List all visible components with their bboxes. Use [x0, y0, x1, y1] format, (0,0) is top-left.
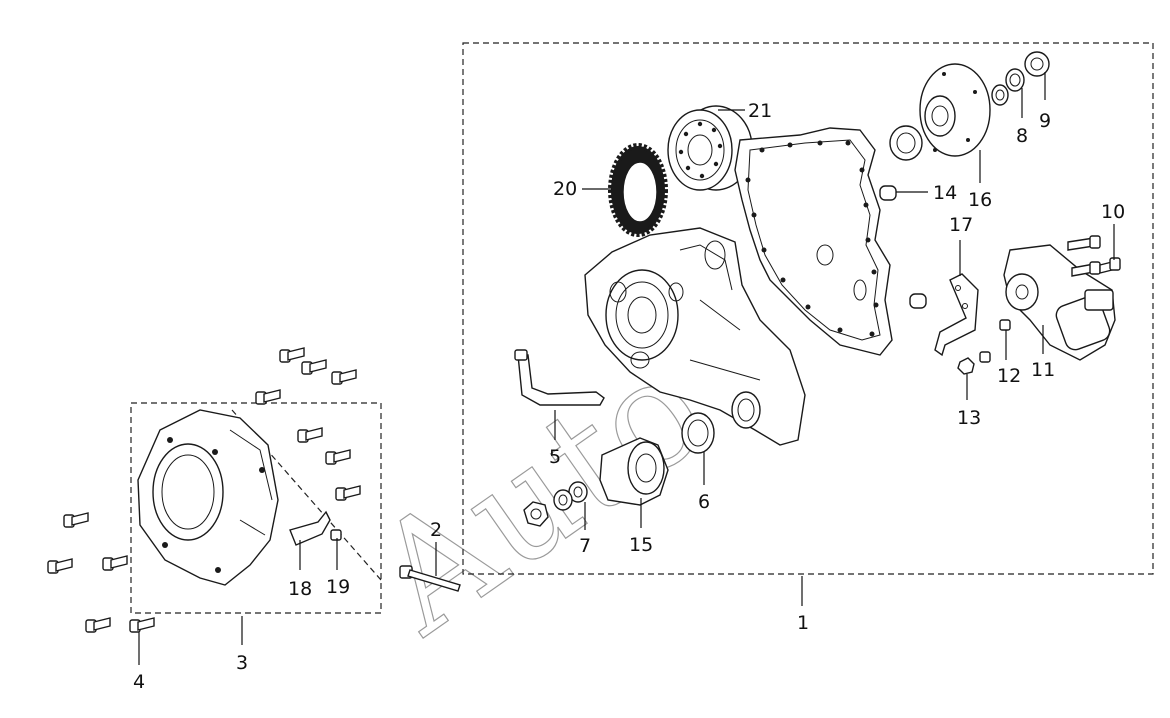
- callout-16: 16: [968, 189, 992, 211]
- transfer-case-rear-cover: [734, 127, 893, 356]
- callout-10: 10: [1101, 201, 1125, 223]
- callout-13: 13: [957, 407, 981, 429]
- callout-11: 11: [1031, 359, 1055, 381]
- assembly-3-projection-line: [231, 409, 382, 581]
- part-8-seal: [991, 68, 1025, 106]
- part-9-nut: [1024, 51, 1050, 77]
- part-18-bracket: [289, 510, 331, 546]
- part-5-breather-hose: [514, 349, 605, 406]
- part-17-bracket: [934, 273, 979, 357]
- callout-19: 19: [326, 576, 350, 598]
- part-19-nut: [330, 529, 342, 541]
- callout-3: 3: [236, 652, 248, 674]
- part-3-adapter-housing: [137, 409, 279, 586]
- part-15-retainer: [599, 437, 669, 506]
- transfer-case-front-housing: [584, 227, 806, 446]
- part-7-flange-nut: [523, 501, 549, 527]
- callout-9: 9: [1039, 110, 1051, 132]
- part-7-washer: [553, 481, 588, 511]
- callout-5: 5: [549, 446, 561, 468]
- callout-7: 7: [579, 535, 591, 557]
- callout-15: 15: [629, 534, 653, 556]
- part-4-bolts: [47, 347, 361, 633]
- callout-17: 17: [949, 214, 973, 236]
- part-12-bolt: [979, 319, 1011, 363]
- part-10-bolt: [1067, 235, 1121, 277]
- callout-12: 12: [997, 365, 1021, 387]
- part-14-oil-seal: [889, 125, 923, 161]
- part-20-chain-sprocket: [608, 143, 668, 237]
- part-13-nut: [957, 357, 975, 375]
- callout-1: 1: [797, 612, 809, 634]
- assembly-1-boundary: [462, 42, 1154, 575]
- callout-18: 18: [288, 578, 312, 600]
- callout-14: 14: [933, 182, 957, 204]
- part-6-oil-seal: [681, 412, 715, 454]
- callout-8: 8: [1016, 125, 1028, 147]
- part-14-plug: [879, 185, 927, 309]
- callout-4: 4: [133, 671, 145, 693]
- part-16-flange: [919, 63, 991, 157]
- part-21-bearing: [667, 105, 753, 191]
- callout-20: 20: [553, 178, 577, 200]
- callout-2: 2: [430, 519, 442, 541]
- callout-21: 21: [748, 100, 772, 122]
- callouts: 1 2 3 4 5 6 7 8 9 10 11 12 13 14 15 16 1…: [133, 100, 1125, 693]
- leader-lines: [138, 72, 1115, 665]
- part-11-actuator-motor: [1003, 244, 1116, 361]
- callout-6: 6: [698, 491, 710, 513]
- part-2-long-bolt: [399, 565, 461, 592]
